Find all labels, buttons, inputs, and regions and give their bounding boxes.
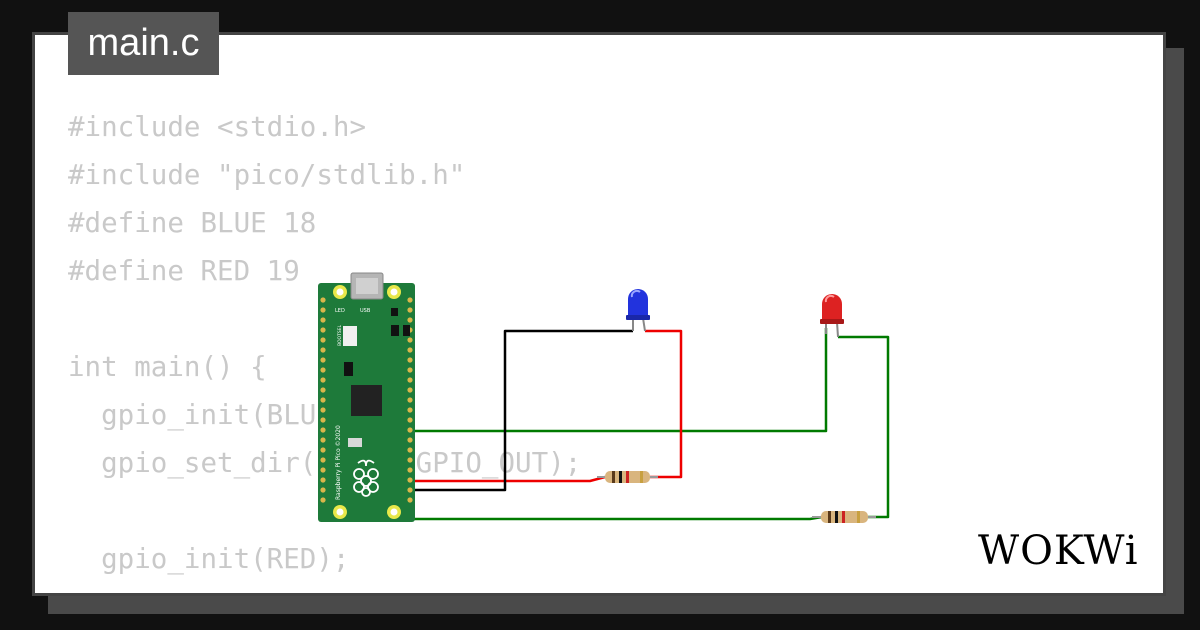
raspberry-logo — [353, 459, 379, 497]
wires — [412, 328, 890, 521]
wire-green-to-red-led[interactable] — [412, 328, 828, 433]
code-line-11: gpio_set_dir(RED, GPIO_OUT); — [68, 583, 581, 593]
bootsel-label: BOOTSEL — [337, 324, 343, 346]
code-line-3: #define BLUE 18 — [68, 207, 317, 239]
code-line-6: int main() { — [68, 351, 267, 383]
file-tab-main-c[interactable]: main.c — [68, 12, 219, 75]
wokwi-logo[interactable]: WOKWi — [978, 528, 1139, 574]
resistor-blue-led[interactable] — [597, 471, 658, 483]
usb-label: USB — [360, 308, 371, 314]
code-line-1: #include <stdio.h> — [68, 111, 367, 143]
pins-right — [407, 297, 413, 503]
wire-green-red-led-to-resistor[interactable] — [838, 335, 890, 519]
pico-board[interactable] — [318, 272, 415, 522]
code-line-2: #include "pico/stdlib.h" — [68, 159, 466, 191]
wire-red-board-to-resistor[interactable] — [412, 475, 606, 483]
board-name-label: Raspberry Pi Pico ©2020 — [335, 425, 342, 500]
mounting-holes — [333, 285, 401, 519]
wire-black-ground[interactable] — [412, 329, 633, 492]
code-line-10: gpio_init(RED); — [68, 543, 350, 575]
resistor-red-led[interactable] — [812, 511, 876, 523]
pins-left — [320, 297, 326, 503]
rp2040-chip — [351, 385, 382, 416]
code-line-4: #define RED 19 — [68, 255, 300, 287]
preview-card: #include <stdio.h> #include "pico/stdlib.… — [32, 32, 1166, 596]
led-red[interactable] — [820, 294, 844, 338]
wire-red-resistor-to-blue-led[interactable] — [645, 329, 683, 479]
led-label: LED — [335, 308, 345, 314]
wire-green-board-to-resistor[interactable] — [412, 515, 823, 521]
led-blue[interactable] — [626, 289, 650, 332]
bootsel-button[interactable] — [343, 326, 357, 346]
